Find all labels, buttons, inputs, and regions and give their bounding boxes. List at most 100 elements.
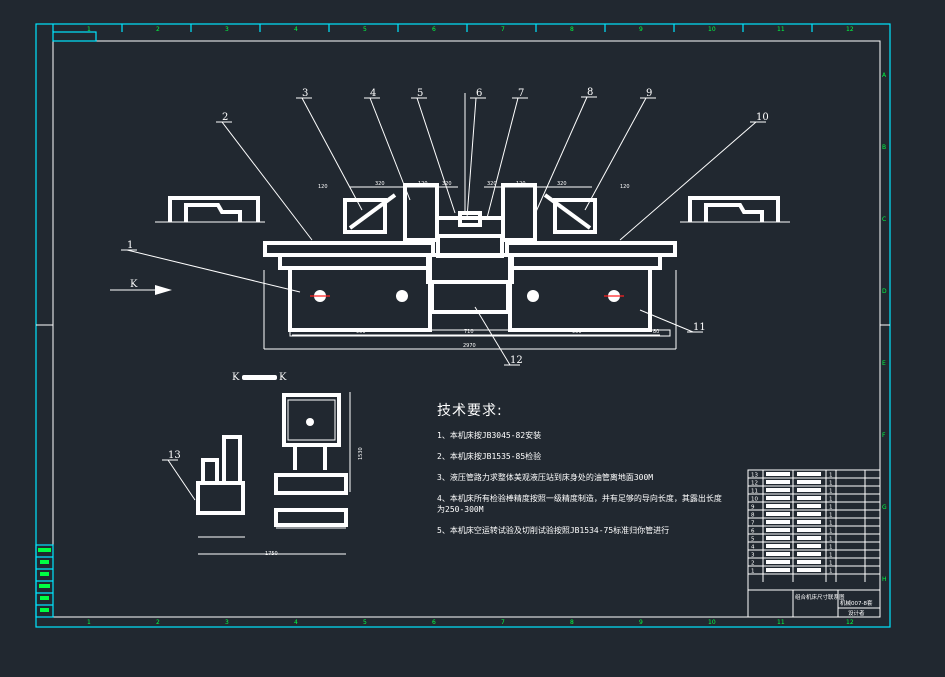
zone-top: 3 bbox=[225, 26, 229, 33]
drawing-name: 组合机床尺寸联系图 bbox=[795, 593, 845, 601]
balloon-2: 2 bbox=[222, 112, 228, 123]
bom-quantity: 1 bbox=[829, 521, 833, 527]
zone-side: E bbox=[882, 360, 886, 367]
bom-quantity: 1 bbox=[829, 545, 833, 551]
zone-bottom: 10 bbox=[708, 619, 716, 626]
zone-bottom: 8 bbox=[570, 619, 574, 626]
bom-row-number: 5 bbox=[751, 537, 755, 543]
leader-line bbox=[474, 306, 511, 366]
inner-frame bbox=[52, 40, 881, 618]
corner-box bbox=[52, 31, 97, 42]
dim-bottom: 900 bbox=[356, 329, 366, 335]
zone-side: F bbox=[882, 432, 886, 439]
zone-top: 5 bbox=[363, 26, 367, 33]
zone-top: 7 bbox=[501, 26, 505, 33]
dim-top: 320 bbox=[375, 181, 385, 187]
bom-row-number: 13 bbox=[751, 473, 758, 479]
tech-req-item: 3、液压管路力求整体美观液压站到床身处的油管离地面300M bbox=[437, 473, 654, 482]
dim-overall: 2970 bbox=[463, 343, 476, 349]
tech-req-title: 技术要求: bbox=[437, 403, 503, 419]
balloon-13: 13 bbox=[168, 450, 181, 461]
bom-row-number: 8 bbox=[751, 513, 755, 519]
bom-row-number: 11 bbox=[751, 489, 758, 495]
tech-req-item: 5、本机床空运转试验及切削试验按照JB1534-75标准归你管进行 bbox=[437, 526, 670, 535]
section-label-right: K bbox=[279, 372, 287, 383]
zone-top: 4 bbox=[294, 26, 298, 33]
bom-row-number: 2 bbox=[751, 561, 755, 567]
tech-req-item: 1、本机床按JB3045-82安装 bbox=[437, 431, 542, 440]
balloon-11: 11 bbox=[693, 322, 706, 333]
balloon-5: 5 bbox=[417, 88, 423, 99]
leader-line bbox=[584, 97, 647, 211]
balloon-6: 6 bbox=[476, 88, 482, 99]
section-label-left: K bbox=[232, 372, 240, 383]
dim-top: 320 bbox=[557, 181, 567, 187]
balloon-10: 10 bbox=[756, 112, 769, 123]
dim-top: 120 bbox=[418, 181, 428, 187]
dim-top: 120 bbox=[318, 184, 328, 190]
zone-bottom: 3 bbox=[225, 619, 229, 626]
bom-quantity: 1 bbox=[829, 537, 833, 543]
zone-top: 12 bbox=[846, 26, 854, 33]
zone-bottom: 2 bbox=[156, 619, 160, 626]
leader-line bbox=[416, 97, 456, 214]
balloon-9: 9 bbox=[646, 88, 652, 99]
zone-bottom: 7 bbox=[501, 619, 505, 626]
leader-line bbox=[534, 96, 588, 215]
bom-quantity: 1 bbox=[829, 497, 833, 503]
zone-bottom: 4 bbox=[294, 619, 298, 626]
bom-quantity: 1 bbox=[829, 505, 833, 511]
bom-quantity: 1 bbox=[829, 489, 833, 495]
drawing-number: 机械007-8套 bbox=[840, 599, 873, 607]
zone-bottom: 11 bbox=[777, 619, 785, 626]
zone-side: H bbox=[882, 576, 887, 583]
leader-line bbox=[167, 459, 196, 501]
technical-requirements: 技术要求: 1、本机床按JB3045-82安装 2、本机床按JB1535-85检… bbox=[437, 400, 727, 546]
zone-side: B bbox=[882, 144, 886, 151]
tech-req-item: 4、本机床所有检验棒精度按照一级精度制造，并有足够的导向长度，其露出长度为250… bbox=[437, 494, 722, 514]
bom-row-number: 12 bbox=[751, 481, 758, 487]
bom-row-number: 1 bbox=[751, 569, 755, 575]
bom-quantity: 1 bbox=[829, 561, 833, 567]
dim-bottom: 900 bbox=[572, 329, 582, 335]
left-stamp-table bbox=[35, 544, 54, 618]
dim-bottom: 80 bbox=[653, 329, 659, 335]
bom-quantity: 1 bbox=[829, 529, 833, 535]
bom-row-number: 7 bbox=[751, 521, 755, 527]
bom-quantity: 1 bbox=[829, 569, 833, 575]
leader-line bbox=[619, 121, 757, 241]
designer-label: 设计者 bbox=[848, 609, 865, 617]
zone-bottom: 6 bbox=[432, 619, 436, 626]
bom-row-number: 10 bbox=[751, 497, 758, 503]
zone-bottom: 12 bbox=[846, 619, 854, 626]
zone-top: 6 bbox=[432, 26, 436, 33]
zone-bottom: 5 bbox=[363, 619, 367, 626]
leader-line bbox=[486, 97, 519, 219]
zone-side: C bbox=[882, 216, 886, 223]
leader-line bbox=[466, 97, 477, 219]
leader-line bbox=[221, 121, 313, 241]
bom-quantity: 1 bbox=[829, 473, 833, 479]
zone-top: 2 bbox=[156, 26, 160, 33]
balloon-4: 4 bbox=[370, 88, 376, 99]
view-label: K bbox=[130, 279, 138, 290]
zone-side: D bbox=[882, 288, 887, 295]
dim-bottom: 710 bbox=[464, 329, 474, 335]
dim-top: 120 bbox=[516, 181, 526, 187]
leader-line bbox=[301, 97, 363, 211]
balloon-12: 12 bbox=[510, 355, 523, 366]
dim-top: 120 bbox=[620, 184, 630, 190]
dim-top: 320 bbox=[487, 181, 497, 187]
zone-top: 8 bbox=[570, 26, 574, 33]
balloon-1: 1 bbox=[127, 240, 133, 251]
bom-quantity: 1 bbox=[829, 481, 833, 487]
balloon-3: 3 bbox=[302, 88, 308, 99]
front-view-machine bbox=[155, 93, 790, 350]
bom-row-number: 6 bbox=[751, 529, 755, 535]
